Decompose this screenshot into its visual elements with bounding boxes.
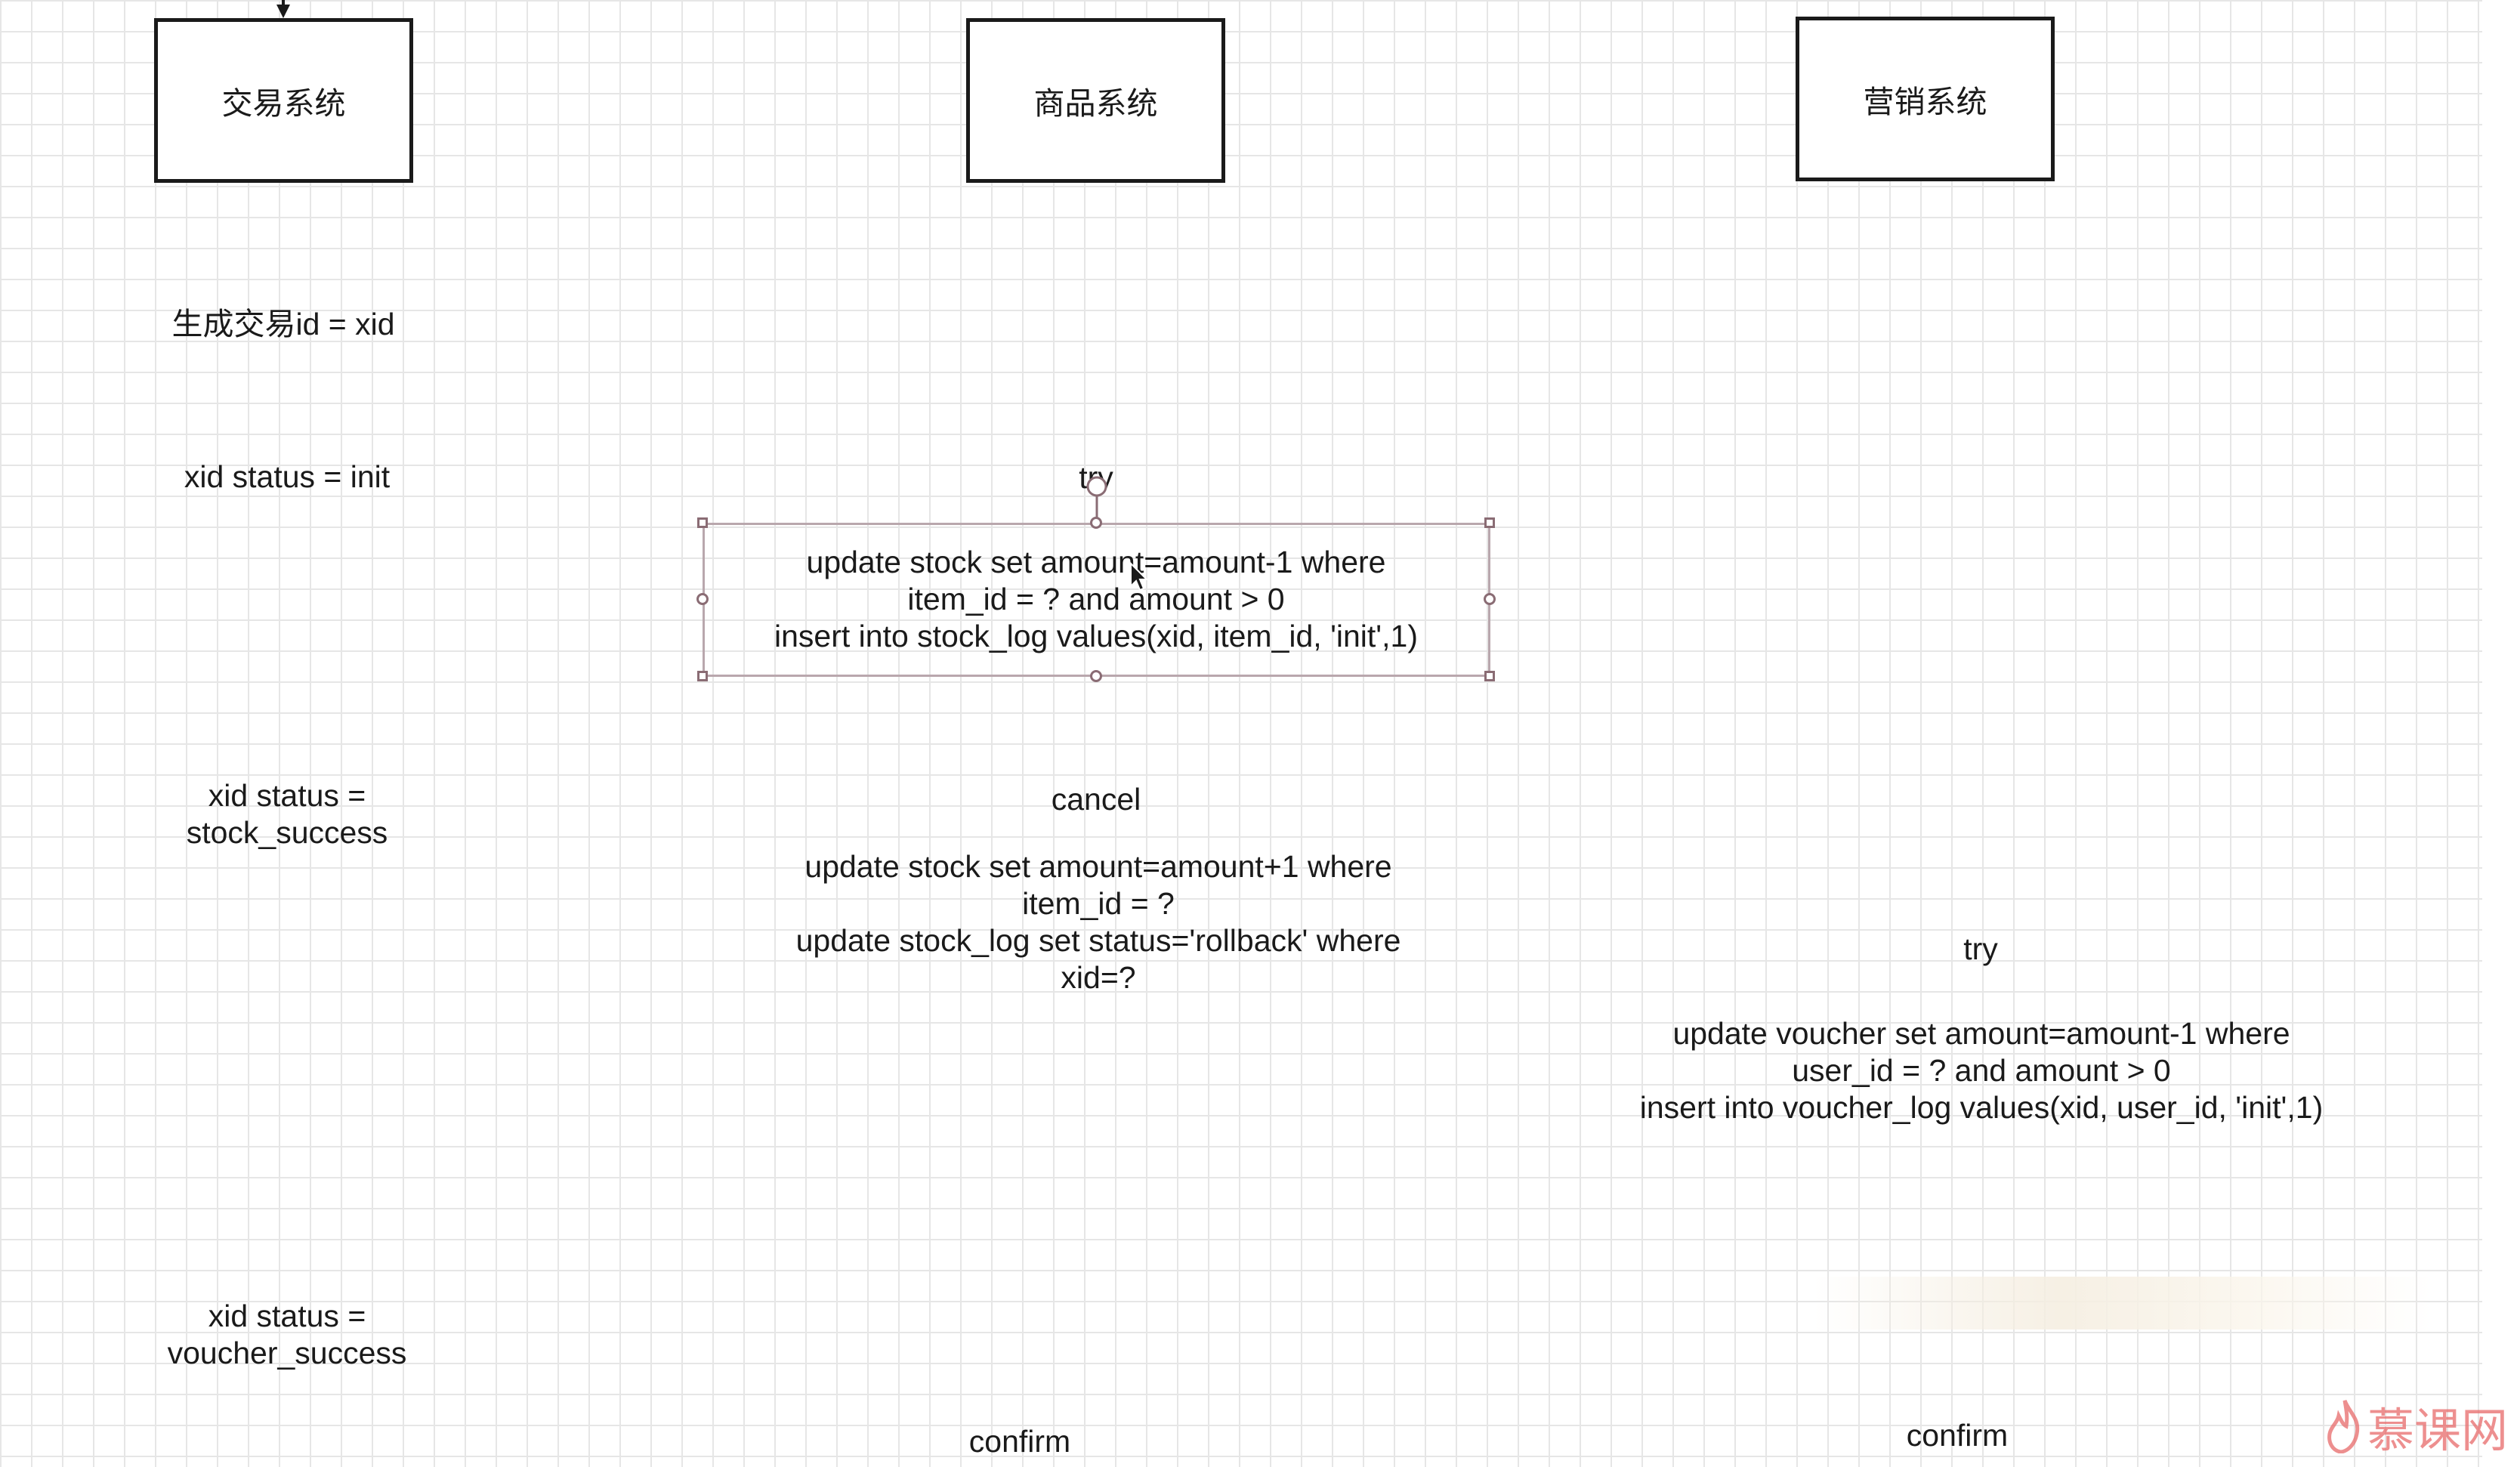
- sql-line: item_id = ? and amount > 0: [907, 582, 1285, 616]
- resize-handle-bottom-left[interactable]: [697, 671, 708, 681]
- resize-handle-bottom-right[interactable]: [1484, 671, 1495, 681]
- xid-status-init-text[interactable]: xid status = init: [184, 459, 391, 494]
- mouse-cursor-icon: [1130, 562, 1149, 591]
- product-system-box[interactable]: 商品系统: [966, 18, 1225, 183]
- sql-line: item_id = ?: [1022, 886, 1175, 921]
- status-voucher-line-2: voucher_success: [167, 1336, 407, 1370]
- gen-xid-text[interactable]: 生成交易id = xid: [171, 307, 395, 341]
- sql-line: update voucher set amount=amount-1 where: [1672, 1016, 2290, 1051]
- marketing-system-label: 营销系统: [1863, 85, 1987, 119]
- status-stock-line-2: stock_success: [186, 815, 388, 850]
- sql-line: user_id = ? and amount > 0: [1792, 1053, 2171, 1088]
- rotate-handle[interactable]: [1085, 474, 1109, 527]
- watermark: 慕课网: [2327, 1390, 2508, 1462]
- incoming-arrow: [276, 0, 290, 18]
- sql-line: update stock_log set status='rollback' w…: [795, 923, 1401, 958]
- sql-line: insert into stock_log values(xid, item_i…: [774, 619, 1418, 653]
- xid-status-stock-success-text[interactable]: xid status = stock_success: [187, 777, 388, 851]
- resize-handle-top-left[interactable]: [697, 517, 708, 528]
- watermark-text: 慕课网: [2367, 1405, 2509, 1457]
- marketing-try-sql[interactable]: update voucher set amount=amount-1 where…: [1640, 1015, 2323, 1126]
- marketing-system-box[interactable]: 营销系统: [1796, 17, 2055, 181]
- resize-handle-bottom[interactable]: [1090, 670, 1102, 682]
- product-system-label: 商品系统: [1033, 86, 1158, 121]
- status-voucher-line-1: xid status =: [208, 1299, 366, 1333]
- canvas-right-margin: [2482, 0, 2520, 1467]
- xid-status-voucher-success-text[interactable]: xid status = voucher_success: [168, 1298, 407, 1372]
- status-stock-line-1: xid status =: [208, 778, 366, 813]
- product-confirm-label[interactable]: confirm: [968, 1424, 1071, 1459]
- sql-line: xid=?: [1061, 960, 1136, 995]
- blurred-artifact: [1813, 1277, 2432, 1330]
- marketing-confirm-label[interactable]: confirm: [1906, 1418, 2009, 1453]
- resize-handle-left[interactable]: [696, 593, 709, 605]
- product-cancel-sql[interactable]: update stock set amount=amount+1 where i…: [796, 848, 1401, 996]
- marketing-try-label[interactable]: try: [1963, 931, 1998, 966]
- sql-line: update stock set amount=amount-1 where: [806, 545, 1386, 579]
- resize-handle-right[interactable]: [1484, 593, 1496, 605]
- sql-line: insert into voucher_log values(xid, user…: [1639, 1090, 2324, 1125]
- trade-system-box[interactable]: 交易系统: [154, 18, 413, 183]
- product-try-sql[interactable]: update stock set amount=amount-1 where i…: [774, 544, 1418, 655]
- trade-system-label: 交易系统: [221, 86, 346, 121]
- flame-icon: [2327, 1400, 2360, 1453]
- resize-handle-top[interactable]: [1090, 517, 1102, 529]
- sql-line: update stock set amount=amount+1 where: [804, 849, 1392, 884]
- product-cancel-label[interactable]: cancel: [1051, 782, 1141, 817]
- resize-handle-top-right[interactable]: [1484, 517, 1495, 528]
